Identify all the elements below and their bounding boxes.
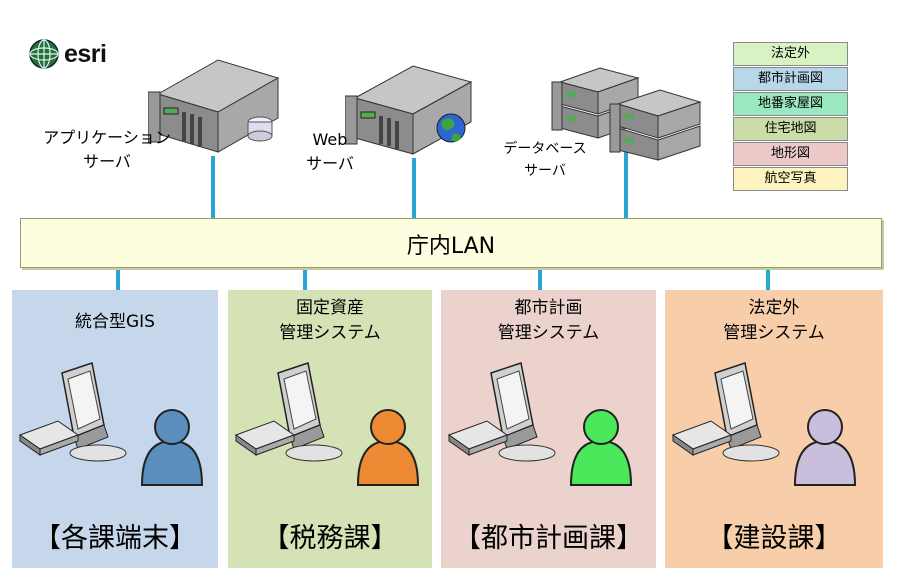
department-name: 【建設課】 — [706, 523, 842, 554]
department-panel: 都市計画 管理システム【都市計画課】 — [441, 290, 656, 568]
globe-icon — [29, 39, 59, 69]
workstation-icon — [234, 362, 420, 486]
user-person-icon — [356, 409, 420, 486]
department-system-title: 固定資産 管理システム — [279, 298, 381, 343]
application-server-icon — [148, 59, 280, 153]
web-server-label: Web サーバ — [306, 130, 354, 173]
connector-db-server — [624, 152, 628, 218]
legend-item: 地形図 — [733, 142, 848, 166]
connector-dept-1 — [116, 268, 120, 290]
legend-item: 航空写真 — [733, 167, 848, 191]
department-name: 【各課端末】 — [34, 523, 196, 554]
legend-item: 法定外 — [733, 42, 848, 66]
esri-logo: esri — [28, 38, 107, 70]
user-person-icon — [793, 409, 857, 486]
application-server-label: アプリケーション サーバ — [43, 128, 171, 171]
lan-label: 庁内LAN — [406, 234, 496, 259]
database-server-icon — [551, 67, 702, 161]
connector-web-server — [412, 158, 416, 218]
department-system-title: 法定外 管理システム — [723, 298, 825, 343]
department-name: 【都市計画課】 — [454, 523, 643, 554]
department-panel: 法定外 管理システム【建設課】 — [665, 290, 883, 568]
department-system-title: 都市計画 管理システム — [497, 298, 600, 343]
lan-bar: 庁内LAN — [20, 218, 882, 268]
legend-item: 都市計画図 — [733, 67, 848, 91]
legend-item: 地番家屋図 — [733, 92, 848, 116]
department-panel: 固定資産 管理システム【税務課】 — [228, 290, 432, 568]
connector-app-server — [211, 156, 215, 218]
user-person-icon — [569, 409, 633, 486]
layer-legend: 法定外都市計画図地番家屋図住宅地図地形図航空写真 — [733, 42, 848, 192]
connector-dept-2 — [303, 268, 307, 290]
web-server-icon — [345, 65, 473, 155]
connector-dept-4 — [766, 268, 770, 290]
department-panel: 統合型GIS 【各課端末】 — [12, 290, 218, 568]
department-system-title: 統合型GIS — [75, 312, 155, 332]
workstation-icon — [447, 362, 633, 486]
legend-item: 住宅地図 — [733, 117, 848, 141]
user-person-icon — [140, 409, 204, 486]
connector-dept-3 — [538, 268, 542, 290]
department-name: 【税務課】 — [262, 523, 398, 554]
database-server-label: データベース サーバ — [503, 141, 587, 179]
logo-text: esri — [64, 39, 107, 68]
workstation-icon — [18, 362, 204, 486]
workstation-icon — [671, 362, 857, 486]
